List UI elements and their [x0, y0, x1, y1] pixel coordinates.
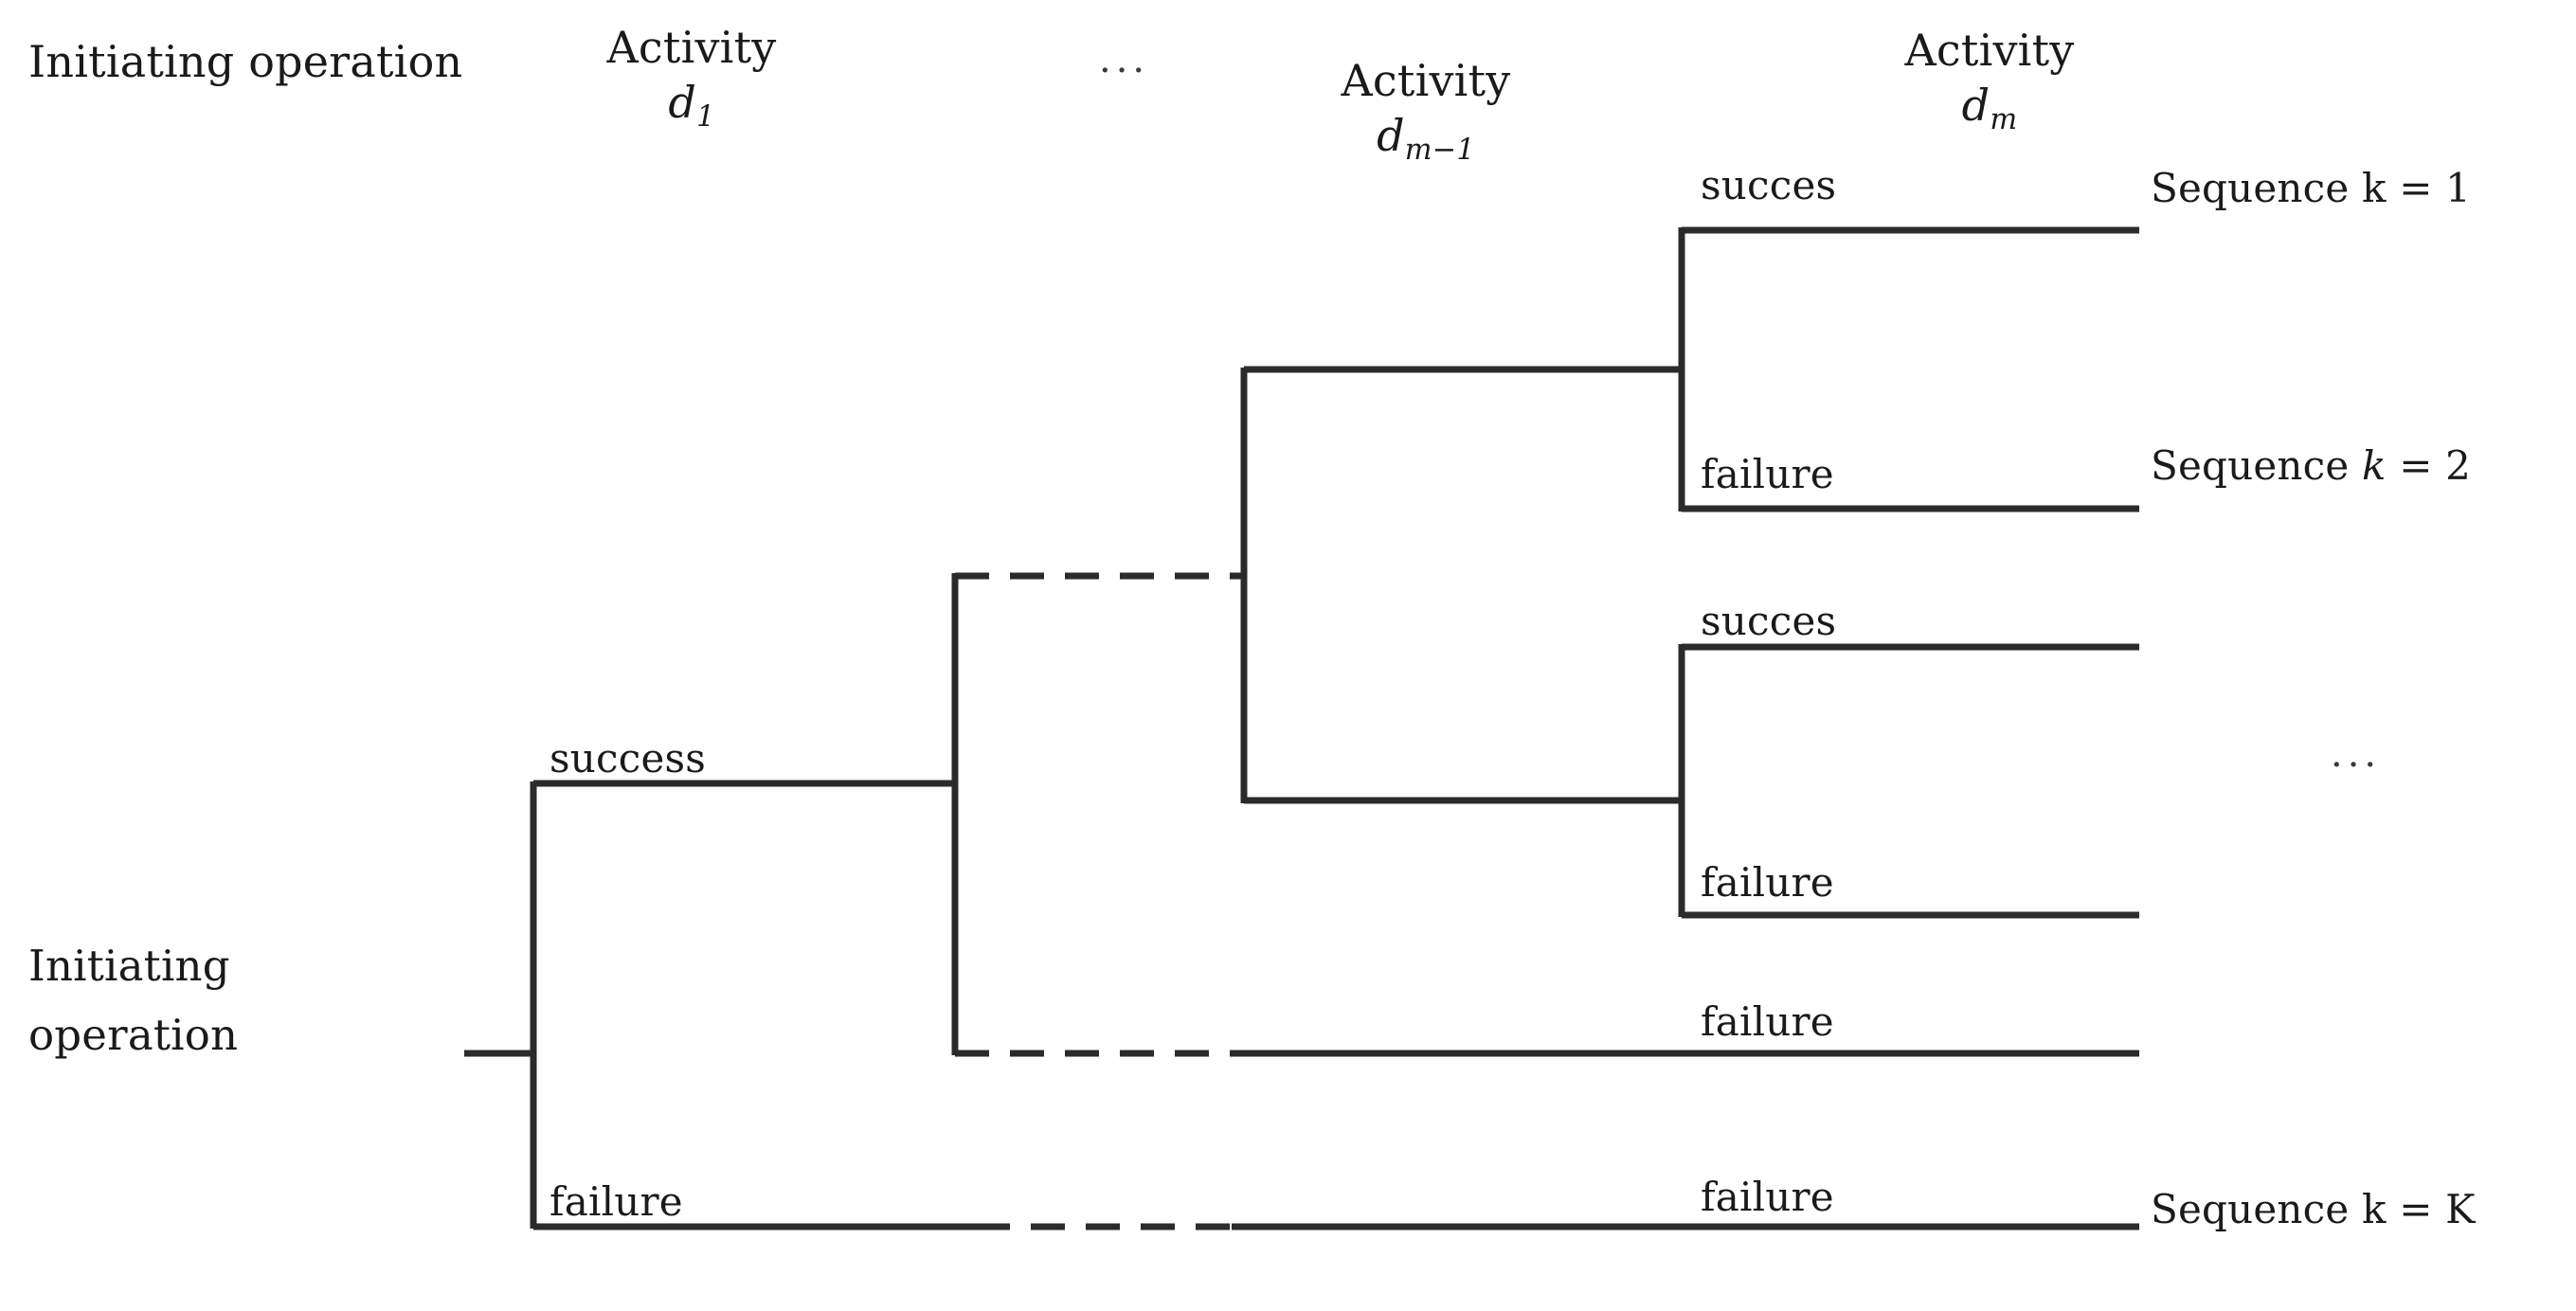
- header-initiating-operation: Initiating operation: [28, 36, 463, 87]
- activity-m-1-d: d: [1377, 109, 1405, 161]
- header-activity-m-minus-1: Activity dm−1: [1274, 55, 1577, 166]
- header-activity-m-symbol: dm: [1847, 79, 2132, 135]
- header-initiating-operation-text: Initiating operation: [28, 36, 463, 87]
- branch-label-top-success: succes: [1701, 162, 1837, 208]
- activity-m-index: m: [1990, 102, 2018, 136]
- header-activity-1-symbol: d1: [568, 76, 815, 133]
- header-activity-m-1-name: Activity: [1341, 55, 1511, 106]
- branch-label-level1-failure: failure: [549, 1178, 683, 1225]
- sequence-kK-k: k: [2362, 1186, 2387, 1232]
- sequence-k1-eq: =: [2386, 165, 2446, 211]
- header-activity-1: Activity d1: [568, 22, 815, 133]
- header-activity-m-name: Activity: [1904, 25, 2075, 76]
- sequence-label-kK: Sequence k = K: [2151, 1187, 2476, 1231]
- header-activity-1-name: Activity: [606, 22, 777, 73]
- side-label-initiating-line2: operation: [28, 1010, 239, 1060]
- ellipsis-right-middle: ···: [2331, 744, 2382, 787]
- branch-label-bottom-failure: failure: [1701, 1174, 1834, 1220]
- branch-label-top-failure: failure: [1701, 451, 1834, 497]
- sequence-label-k1: Sequence k = 1: [2151, 166, 2471, 210]
- activity-1-index: 1: [696, 99, 715, 134]
- side-label-initiating-line1: Initiating: [28, 941, 230, 991]
- sequence-kK-eq: =: [2386, 1186, 2446, 1232]
- branch-label-mid-failure: failure: [1701, 859, 1834, 906]
- sequence-k1-value: 1: [2445, 165, 2472, 211]
- activity-m-1-index: m−1: [1404, 133, 1475, 167]
- branch-label-standalone-failure: failure: [1701, 998, 1834, 1045]
- sequence-k2-value: 2: [2445, 442, 2472, 489]
- sequence-k2-k: k: [2362, 442, 2387, 489]
- sequence-k1-k: k: [2362, 165, 2387, 211]
- sequence-kK-value: K: [2445, 1186, 2476, 1232]
- sequence-kK-prefix: Sequence: [2151, 1186, 2362, 1232]
- sequence-k1-prefix: Sequence: [2151, 165, 2362, 211]
- sequence-k2-eq: =: [2386, 442, 2446, 489]
- ellipsis-top-center: ···: [1099, 49, 1150, 93]
- branch-label-level1-success: success: [549, 735, 707, 781]
- sequence-k2-prefix: Sequence: [2151, 442, 2362, 489]
- header-activity-m-1-symbol: dm−1: [1274, 109, 1577, 166]
- header-activity-m: Activity dm: [1847, 25, 2132, 135]
- branch-label-mid-success: succes: [1701, 598, 1837, 644]
- sequence-label-k2: Sequence k = 2: [2151, 443, 2471, 488]
- activity-m-d: d: [1961, 79, 1991, 131]
- activity-1-d: d: [668, 76, 697, 128]
